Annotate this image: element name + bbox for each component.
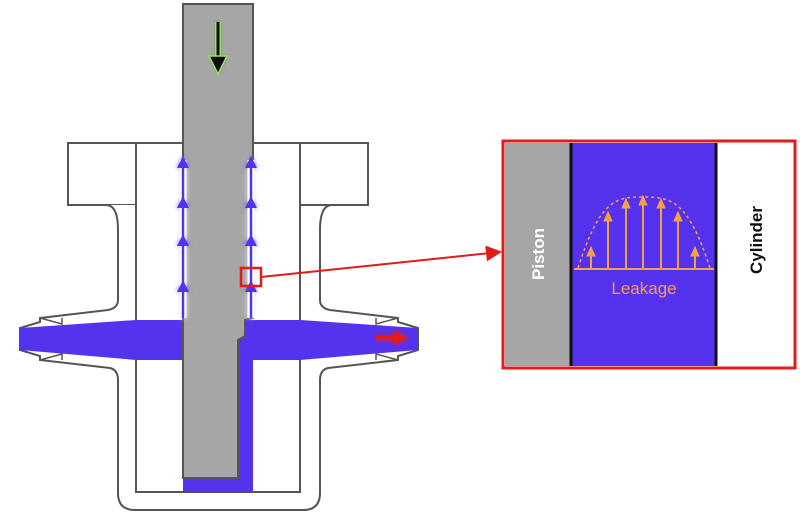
cylinder-label: Cylinder	[747, 206, 766, 274]
inset-piston	[505, 143, 571, 366]
flow-up-arrow-icon	[177, 156, 189, 318]
zoom-leader-line	[260, 245, 502, 278]
velocity-profile	[574, 194, 714, 270]
piston-label: Piston	[529, 228, 548, 280]
piston	[182, 3, 254, 479]
outlet-arrow-icon	[376, 331, 408, 345]
leakage-label: Leakage	[611, 279, 676, 298]
zoom-inset: Piston Cylinder Leakage	[501, 139, 797, 370]
down-arrow-icon	[207, 22, 229, 76]
flow-up-arrow-icon	[245, 156, 257, 318]
leakage-flow-arrows	[177, 156, 257, 318]
